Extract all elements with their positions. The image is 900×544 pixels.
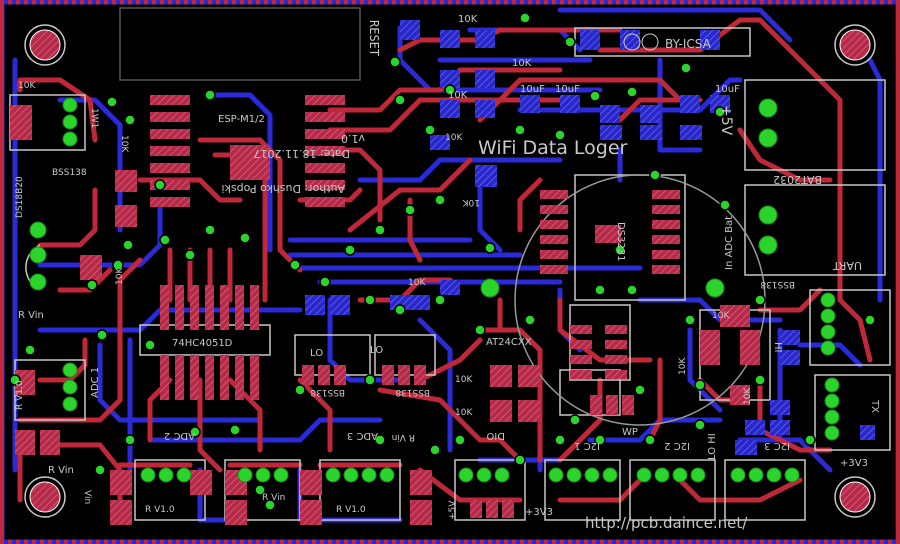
- mounting-hole-tr: [839, 29, 871, 61]
- label-hi-right: HI: [772, 342, 783, 352]
- label-tx: TX: [869, 399, 880, 413]
- label-plus-5v: +5V: [448, 500, 458, 520]
- label-adc1: ADC 1: [90, 367, 101, 398]
- label-10k-side: 10K: [119, 135, 129, 153]
- label-bss138-mid: BSS138: [310, 387, 345, 397]
- label-plus-5v-right: +5V: [718, 105, 734, 136]
- label-rvin-bottom: R Vin: [262, 493, 285, 503]
- label-1w1: 1W1: [89, 108, 99, 128]
- label-rvin-left2: R Vin: [48, 465, 74, 476]
- label-rv10-b2: R V1.0: [336, 505, 366, 515]
- mounting-hole-br: [839, 481, 871, 513]
- label-version: v1.0: [341, 132, 365, 145]
- smd-pads: [10, 20, 875, 525]
- label-plus-3v3-a: +3V3: [525, 507, 553, 518]
- label-adc2: ADC 2: [164, 430, 195, 441]
- label-esp: ESP-M1/2: [218, 114, 265, 125]
- label-10k-mid: 10K: [115, 267, 125, 285]
- label-bss138-left: BSS138: [52, 168, 87, 178]
- label-rvin-b3: R Vin: [392, 432, 415, 442]
- label-10k-left: 10K: [18, 81, 36, 91]
- label-bat2032: BAT2032: [773, 173, 822, 186]
- label-10uf-1: 10uF: [520, 84, 545, 95]
- label-uart: UART: [833, 259, 862, 272]
- label-in-adc-bat: In ADC Bat: [724, 216, 735, 270]
- label-lo-2: LO: [370, 345, 383, 356]
- label-10k-r3: 10K: [743, 387, 753, 405]
- label-dio: DIO: [486, 430, 505, 441]
- label-bss138-right: BSS138: [760, 279, 795, 289]
- label-10k-at2: 10K: [455, 408, 473, 418]
- label-10k-r2: 10K: [678, 357, 688, 375]
- label-10k-at: 10K: [455, 375, 473, 385]
- vias: [9, 12, 876, 511]
- label-wp: WP: [622, 427, 638, 438]
- label-plus-3v3-b: +3V3: [840, 458, 868, 469]
- label-10k-mux: 10K: [408, 278, 426, 288]
- label-reset: RESET: [367, 20, 381, 56]
- mounting-hole-tl: [29, 29, 61, 61]
- board-title: WiFi Data Loger: [478, 137, 628, 159]
- label-i2c1: I2C 1: [574, 440, 600, 451]
- label-at24cxx: AT24CXX: [486, 337, 532, 348]
- label-adc3: ADC 3: [347, 430, 378, 441]
- label-ds18b20: DS18B20: [15, 176, 25, 218]
- label-10k-ds: 10K: [462, 197, 480, 207]
- board-url: http://pcb.daince.net/: [585, 514, 748, 532]
- label-r-v1-0: R V1.0: [15, 380, 25, 410]
- mounting-hole-bl: [29, 481, 61, 513]
- label-i2c2: I2C 2: [664, 440, 690, 451]
- label-10uf-2: 10uF: [555, 84, 580, 95]
- label-author: Author: Dushko Popski: [221, 182, 345, 195]
- silkscreen-text: RESET 10K 10K 10K BY-ICSA 10uF 10uF 10uF…: [15, 14, 880, 532]
- label-lo-1: LO: [310, 348, 323, 359]
- label-rv10-b1: R V1.0: [145, 505, 175, 515]
- label-rvin-left: R Vin: [18, 310, 44, 321]
- label-74hc4051d: 74HC4051D: [172, 338, 233, 349]
- through-hole-pads: [29, 33, 840, 483]
- label-bss138-mid2: BSS138: [395, 387, 430, 397]
- label-i2c3: I2C 3: [764, 440, 790, 451]
- label-10k-r1: 10K: [712, 311, 730, 321]
- label-ds3231: DS3231: [615, 222, 626, 262]
- label-10k-top3: 10K: [448, 90, 468, 101]
- label-lo-hi: LO HI: [707, 433, 718, 460]
- label-10k-top2: 10K: [512, 58, 532, 69]
- mounting-holes: [29, 29, 871, 513]
- label-10uf-right: 10uF: [715, 84, 740, 95]
- label-by-icsa: BY-ICSA: [665, 37, 712, 51]
- label-vin: Vin: [82, 490, 92, 504]
- label-10k-top-right: 10K: [445, 133, 463, 143]
- label-10k-top1: 10K: [458, 14, 478, 25]
- label-date: Date: 18.11.2017: [254, 147, 350, 160]
